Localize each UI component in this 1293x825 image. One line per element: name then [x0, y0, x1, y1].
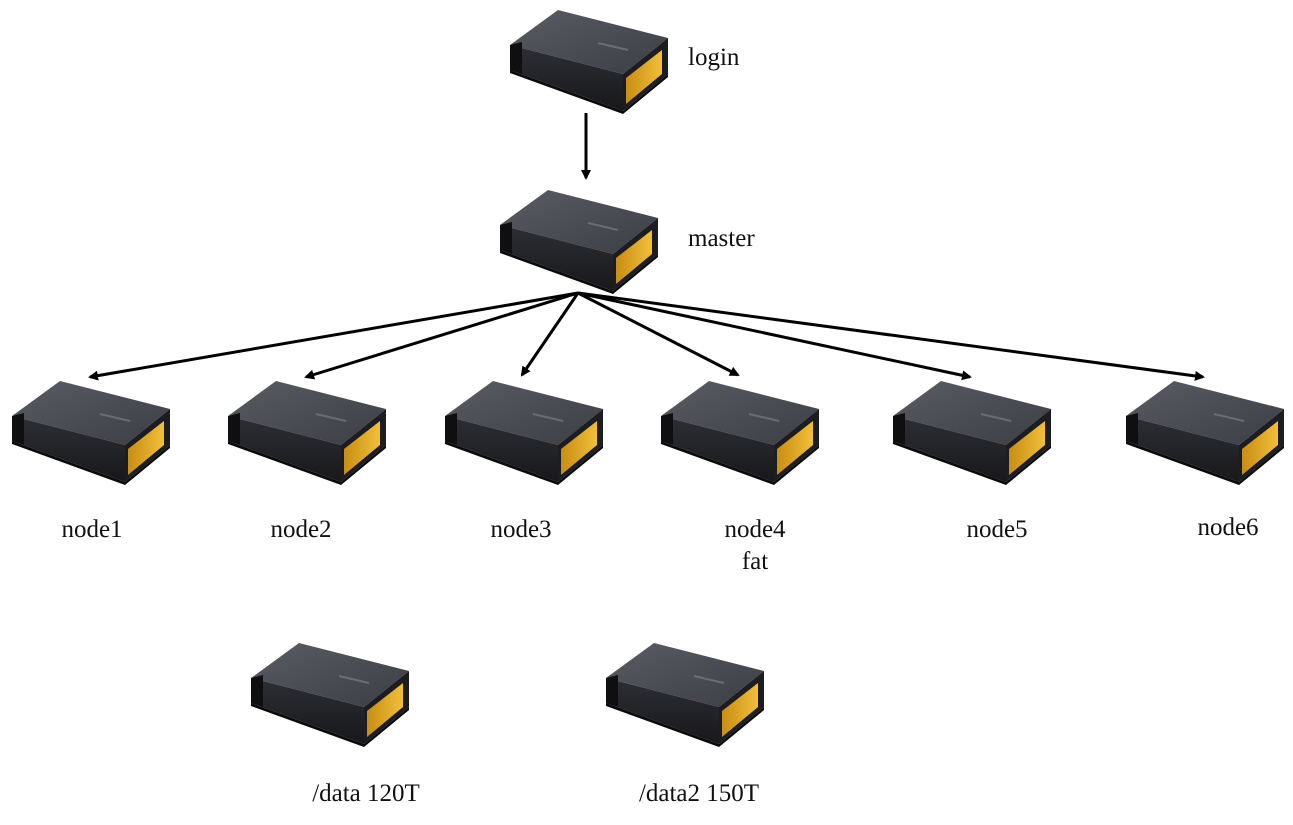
- node-sublabel-node4: fat: [741, 548, 769, 575]
- node-label-master: master: [688, 225, 755, 252]
- arrow-master-to-node6: [577, 291, 1205, 381]
- node-label-node2: node2: [270, 516, 332, 543]
- arrow-master-to-node3: [520, 292, 580, 377]
- server-icon-data2: [605, 642, 765, 748]
- server-icon-node2: [227, 380, 387, 486]
- node-label-node6: node6: [1197, 514, 1259, 541]
- server-icon-data1: [250, 642, 410, 748]
- icons-layer: [11, 9, 1285, 748]
- edges-layer: [88, 113, 1205, 381]
- server-icon-node1: [11, 380, 171, 486]
- server-icon-node5: [892, 380, 1052, 486]
- server-icon-master: [499, 189, 659, 295]
- node-label-node1: node1: [61, 516, 123, 543]
- node-label-data2: /data2 150T: [638, 780, 760, 807]
- server-icon-node3: [444, 380, 604, 486]
- node-label-node5: node5: [966, 516, 1028, 543]
- arrow-master-to-node2: [304, 291, 579, 380]
- node-label-login: login: [688, 44, 740, 71]
- server-icon-login: [509, 9, 669, 115]
- node-label-node4: node4: [724, 516, 786, 543]
- server-icon-node6: [1125, 380, 1285, 486]
- arrow-master-to-node5: [577, 291, 972, 381]
- node-label-data1: /data 120T: [312, 780, 420, 807]
- node-label-node3: node3: [490, 516, 552, 543]
- arrow-master-to-node1: [88, 291, 579, 381]
- arrow-master-to-node4: [577, 291, 740, 377]
- server-icon-node4: [660, 380, 820, 486]
